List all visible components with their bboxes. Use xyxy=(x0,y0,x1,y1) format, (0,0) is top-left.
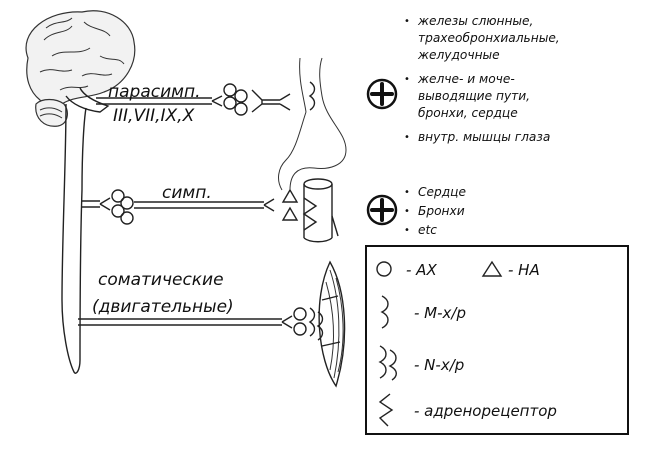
parasympathetic-pathway: парасимп. III,VII,IX,X xyxy=(96,82,291,126)
sympathetic-label: симп. xyxy=(162,183,212,203)
effect-item: бронхи, сердце xyxy=(418,106,518,120)
legend-na-label: - НА xyxy=(508,261,540,279)
effect-item: Сердце xyxy=(418,185,466,199)
svg-text:•: • xyxy=(404,74,410,85)
legend-na: - НА xyxy=(481,260,540,279)
effect-item: железы слюнные, xyxy=(417,14,533,28)
spinal-cord xyxy=(61,103,87,374)
effect-item: желудочные xyxy=(417,48,500,62)
parasympathetic-label: парасимп. xyxy=(108,82,200,102)
svg-text:•: • xyxy=(404,206,410,217)
sympathetic-pathway: симп. xyxy=(82,183,299,225)
legend-adrenoreceptor: - адренорецептор xyxy=(378,393,557,427)
adrenoreceptor-icon xyxy=(378,393,394,427)
effect-item: трахеобронхиальные, xyxy=(418,31,560,45)
legend: - АХ - НА - М-х/р - N-х/р - адренорецепт… xyxy=(365,245,629,435)
effect-item: желче- и моче- xyxy=(417,72,515,86)
effect-item: etc xyxy=(418,223,437,237)
legend-adreno-label: - адренорецептор xyxy=(414,402,557,420)
brain-illustration xyxy=(25,10,136,127)
somatic-pathway: соматические (двигательные) xyxy=(78,270,324,341)
legend-n-receptor: - N-х/р xyxy=(378,345,464,381)
stomach-organ xyxy=(278,57,347,191)
somatic-label-line1: соматические xyxy=(98,270,224,290)
vessel-organ xyxy=(302,178,339,243)
skeletal-muscle xyxy=(318,260,346,388)
m-receptor-icon xyxy=(380,295,389,329)
n-receptor-icon xyxy=(378,345,397,381)
somatic-label-line2: (двигательные) xyxy=(92,297,234,317)
cranial-nerves-label: III,VII,IX,X xyxy=(113,106,195,126)
legend-m-receptor: - М-х/р xyxy=(380,295,466,329)
svg-text:•: • xyxy=(404,225,410,236)
parasympathetic-effects-list: • железы слюнные, трахеобронхиальные, же… xyxy=(404,14,560,144)
effect-item: внутр. мышцы глаза xyxy=(418,130,550,144)
svg-text:•: • xyxy=(404,187,410,198)
parasympathetic-plus-icon xyxy=(366,78,398,110)
svg-text:•: • xyxy=(404,132,410,143)
legend-m-label: - М-х/р xyxy=(414,304,466,322)
legend-ach-label: - АХ xyxy=(406,261,437,279)
ach-circle-icon xyxy=(376,261,392,277)
sympathetic-effects-list: • Сердце • Бронхи • etc xyxy=(404,185,466,237)
legend-n-label: - N-х/р xyxy=(414,356,464,374)
effect-item: Бронхи xyxy=(418,204,465,218)
effect-item: выводящие пути, xyxy=(418,89,530,103)
sympathetic-plus-icon xyxy=(366,194,398,226)
svg-text:•: • xyxy=(404,16,410,27)
legend-ach: - АХ xyxy=(376,261,437,279)
na-triangle-icon xyxy=(481,260,503,277)
